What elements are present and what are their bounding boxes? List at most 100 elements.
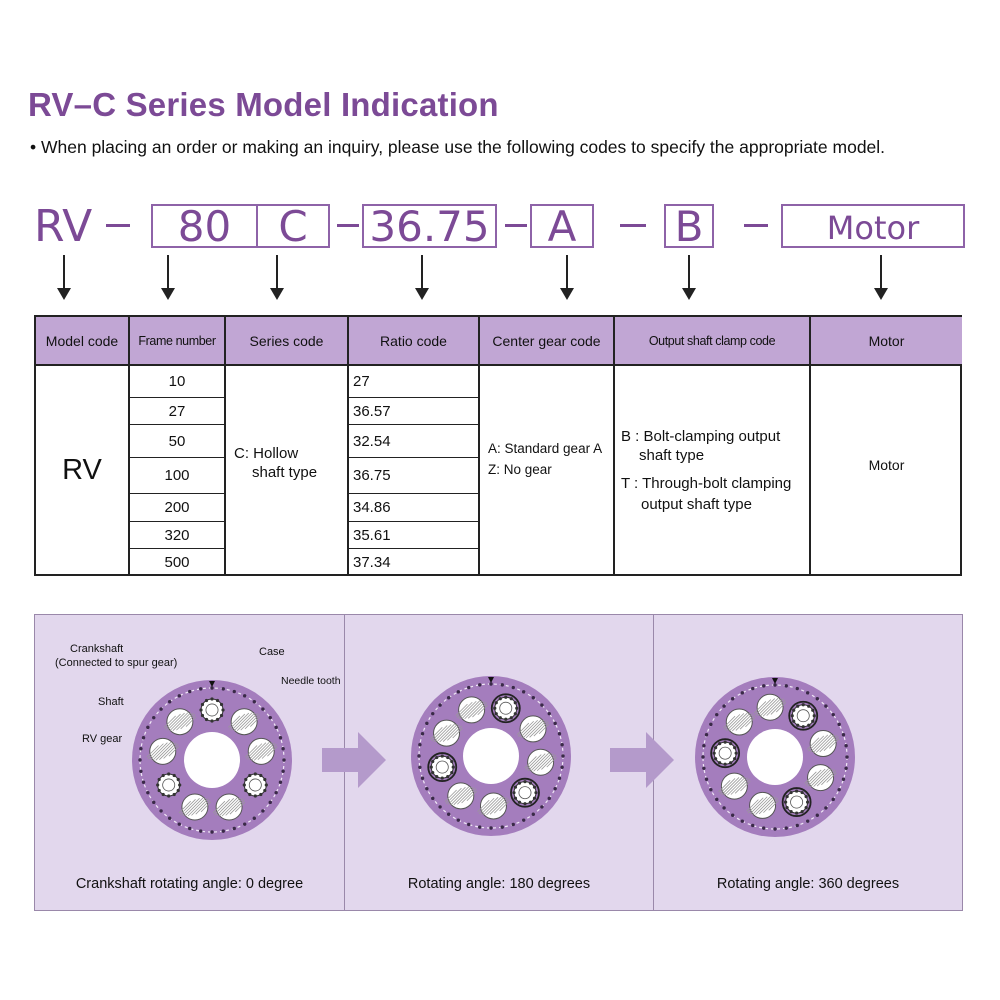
crank-tooth — [795, 789, 799, 793]
needle-tooth — [837, 787, 841, 792]
crank-orbit — [510, 777, 540, 808]
hatch-line — [536, 753, 555, 771]
hatch-line — [179, 799, 196, 815]
needle-tooth — [141, 780, 146, 784]
crank-tooth — [446, 755, 450, 760]
hatch-line — [267, 746, 278, 757]
hatch-line — [444, 789, 457, 802]
needle-tooth — [831, 797, 835, 802]
hatch-line — [763, 797, 779, 813]
needle-tooth — [232, 826, 236, 831]
needle-tooth — [773, 683, 777, 687]
hatch-line — [234, 801, 246, 813]
hatch-line — [723, 715, 736, 729]
hatch-line — [486, 796, 505, 816]
hatch-line — [520, 719, 538, 738]
hatch-line — [524, 756, 537, 769]
shaft-hole — [720, 772, 748, 800]
position-marker — [488, 677, 494, 683]
header-motor: Motor — [811, 317, 962, 366]
crank-tooth — [259, 773, 263, 778]
hatch-line — [525, 754, 542, 771]
shaft-hole — [749, 791, 777, 819]
needle-tooth — [521, 818, 526, 822]
crank-core — [718, 746, 732, 760]
hatch-line — [245, 745, 258, 758]
center-gear-code-column: A: Standard gear A Z: No gear — [480, 366, 615, 574]
needle-tooth — [268, 715, 272, 720]
dash-1 — [106, 224, 130, 227]
hatch-line — [726, 713, 745, 731]
needle-tooth — [560, 743, 564, 747]
frame-cell: 320 — [130, 522, 224, 549]
hatch-line — [246, 743, 263, 760]
label-crankshaft: Crankshaft — [70, 643, 124, 655]
rv-diagram — [695, 677, 855, 837]
needle-tooth — [740, 819, 745, 823]
hatch-line — [525, 719, 545, 739]
crank-tooth — [784, 800, 788, 804]
crank-tooth — [714, 757, 718, 761]
hatch-line — [762, 697, 782, 717]
clamp-t-line2: output shaft type — [641, 496, 752, 513]
needle-tooth — [730, 697, 735, 701]
rv-diagram — [132, 680, 292, 840]
hatch-line — [746, 799, 759, 812]
crank-tooth — [513, 796, 518, 800]
crank-orbit — [490, 693, 521, 724]
clamp-code-box: B — [664, 204, 714, 248]
hatch-line — [214, 799, 231, 815]
needle-tooth — [252, 700, 257, 704]
label-case: Case — [259, 646, 285, 658]
crank-tooth — [796, 704, 800, 708]
needle-tooth — [773, 827, 777, 831]
hatch-line — [431, 725, 448, 742]
crank-tooth — [723, 740, 727, 744]
needle-tooth — [521, 690, 526, 694]
hatch-line — [433, 724, 452, 743]
ratio-cell: 27 — [349, 366, 478, 398]
hatch-line — [456, 701, 473, 718]
arrow-down-icon — [560, 255, 574, 300]
crank-tooth — [219, 702, 224, 707]
needle-tooth — [167, 816, 172, 820]
needle-tooth — [553, 721, 557, 726]
needle-tooth — [784, 684, 788, 688]
crank-tooth — [498, 697, 502, 701]
hatch-line — [216, 798, 235, 816]
needle-tooth — [540, 703, 544, 707]
needle-tooth — [702, 766, 706, 770]
needle-tooth — [540, 805, 544, 809]
hatch-line — [191, 798, 209, 816]
needle-tooth — [274, 725, 278, 730]
crank-tooth — [435, 775, 439, 779]
needle-tooth — [824, 704, 828, 708]
hatch-line — [768, 800, 779, 811]
hatch-line — [200, 801, 212, 813]
crank-tooth — [528, 781, 533, 785]
arrow-down-icon — [161, 255, 175, 300]
crank-tooth — [515, 706, 519, 710]
rv-diagram — [411, 676, 571, 836]
hatch-line — [529, 720, 547, 738]
hatch-line — [166, 712, 185, 731]
shaft-hole — [181, 793, 209, 821]
shaft-hole — [519, 715, 547, 743]
needle-tooth — [751, 823, 755, 828]
shaft-hole — [215, 793, 243, 821]
position-marker — [772, 678, 778, 684]
needle-tooth — [467, 685, 471, 690]
crank-tooth — [200, 702, 205, 707]
needle-tooth — [795, 823, 799, 828]
needle-tooth — [152, 800, 156, 805]
hatch-line — [522, 719, 542, 739]
crank-tooth — [210, 719, 214, 723]
needle-tooth — [167, 700, 172, 704]
hatch-line — [755, 699, 772, 716]
needle-tooth — [704, 733, 709, 737]
shaft-hole — [447, 782, 475, 810]
crank-core — [790, 795, 804, 809]
crank-tooth — [714, 746, 718, 750]
model-code-value: RV — [62, 454, 102, 486]
needle-tooth — [715, 797, 719, 802]
